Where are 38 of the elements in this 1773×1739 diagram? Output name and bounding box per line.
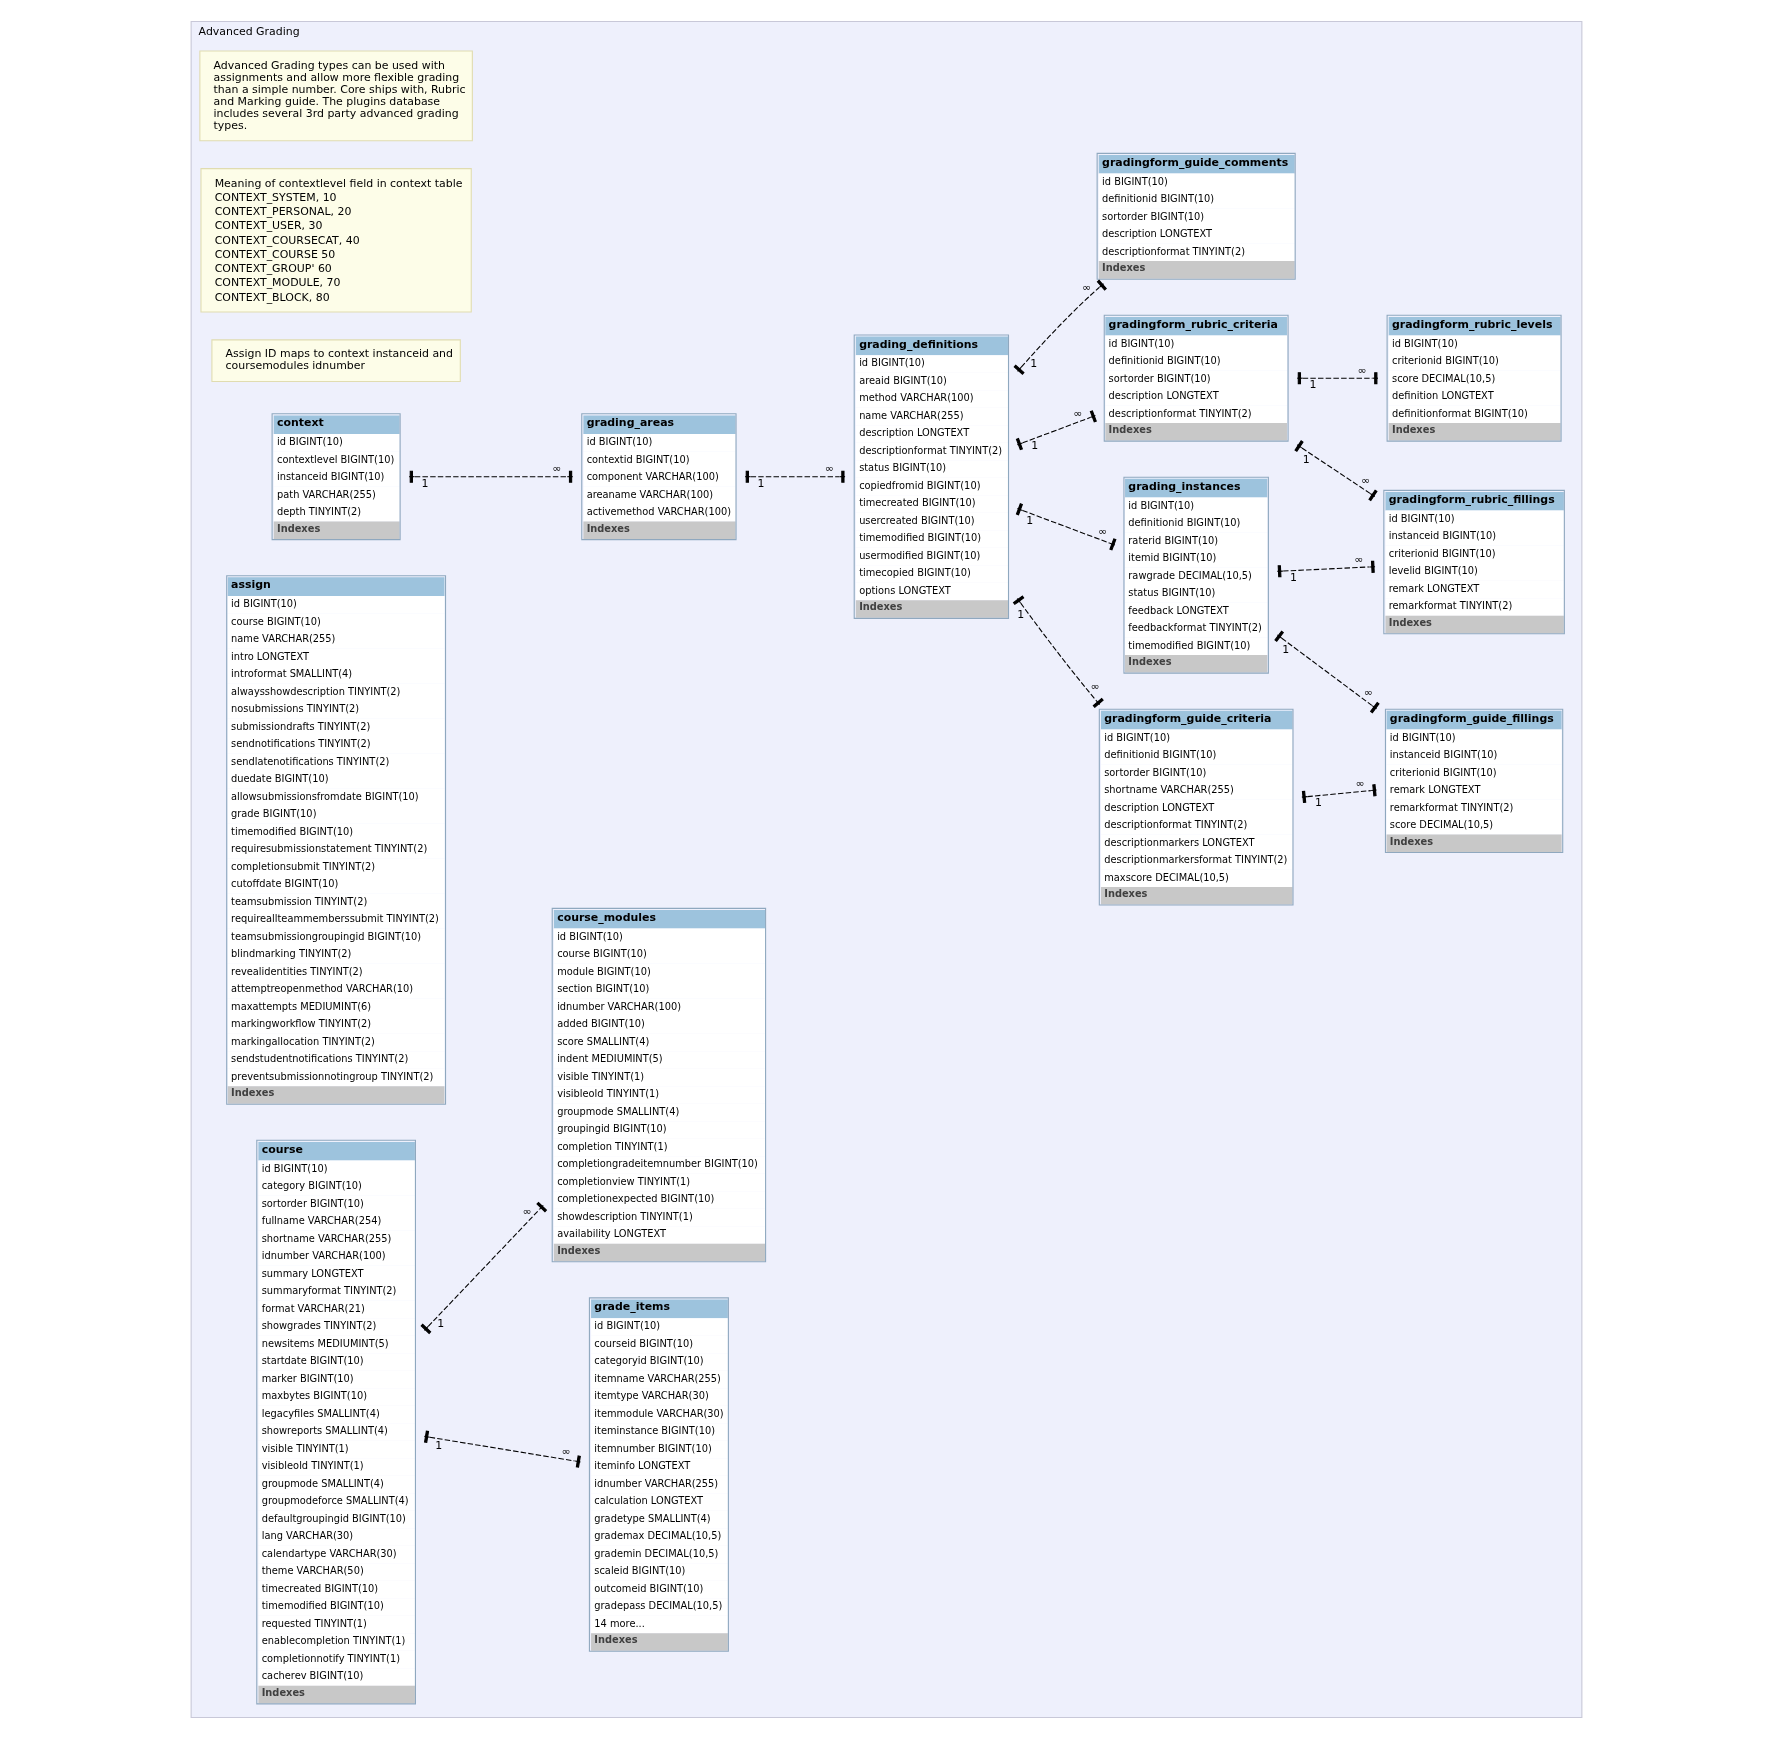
label: ∞ [824, 462, 834, 476]
label: ∞ [1361, 474, 1371, 488]
label: ∞ [1098, 525, 1108, 539]
label: 1 [437, 1316, 445, 1330]
node-box: Assign ID maps to context instanceid and coursemodules idnumber [211, 339, 461, 383]
connector [1015, 410, 1097, 451]
label: ∞ [522, 1204, 532, 1218]
connector [423, 1430, 582, 1468]
label: ∞ [1090, 680, 1100, 694]
connector [1276, 560, 1376, 578]
label: ∞ [1082, 281, 1092, 295]
node-box: Advanced Grading types can be used with assignments and allow more flexible grading than a simple number. Core ships with, Rubric and Marking guide. The plugins database includes several 3rd party advanced grading types. [199, 50, 473, 142]
label: 1 [1290, 570, 1298, 584]
connector [1012, 595, 1104, 709]
label: 1 [1282, 643, 1290, 657]
connector [1015, 503, 1117, 551]
connector [1013, 279, 1108, 375]
connector [1274, 630, 1380, 714]
label: 1 [421, 476, 429, 490]
label: 1 [1314, 795, 1322, 809]
connector [420, 1201, 548, 1335]
label: ∞ [552, 462, 562, 476]
label: 1 [1017, 608, 1025, 622]
label: ∞ [1354, 552, 1364, 566]
label: ∞ [1073, 406, 1083, 420]
label: ∞ [1355, 776, 1365, 790]
connector [1294, 440, 1378, 502]
label: 1 [1309, 378, 1317, 392]
node-box: Meaning of contextlevel field in context table CONTEXT_SYSTEM, 10 CONTEXT_PERSONAL, 20 CONTEXT_USER, 30 CONTEXT_COURSECAT, 40 CONTEXT_COURSE 50 CONTEXT_GROUP' 60 CONTEXT_MODULE, 70 CONTEXT_BLOCK, 80 [200, 168, 472, 313]
label: 1 [1031, 438, 1039, 452]
label: 1 [1030, 357, 1038, 371]
label: ∞ [1357, 363, 1367, 377]
label: 1 [435, 1438, 443, 1452]
label: ∞ [561, 1444, 571, 1458]
label: 1 [1302, 452, 1310, 466]
label: ∞ [1363, 686, 1373, 700]
label: 1 [757, 476, 765, 490]
label: 1 [1026, 513, 1034, 527]
